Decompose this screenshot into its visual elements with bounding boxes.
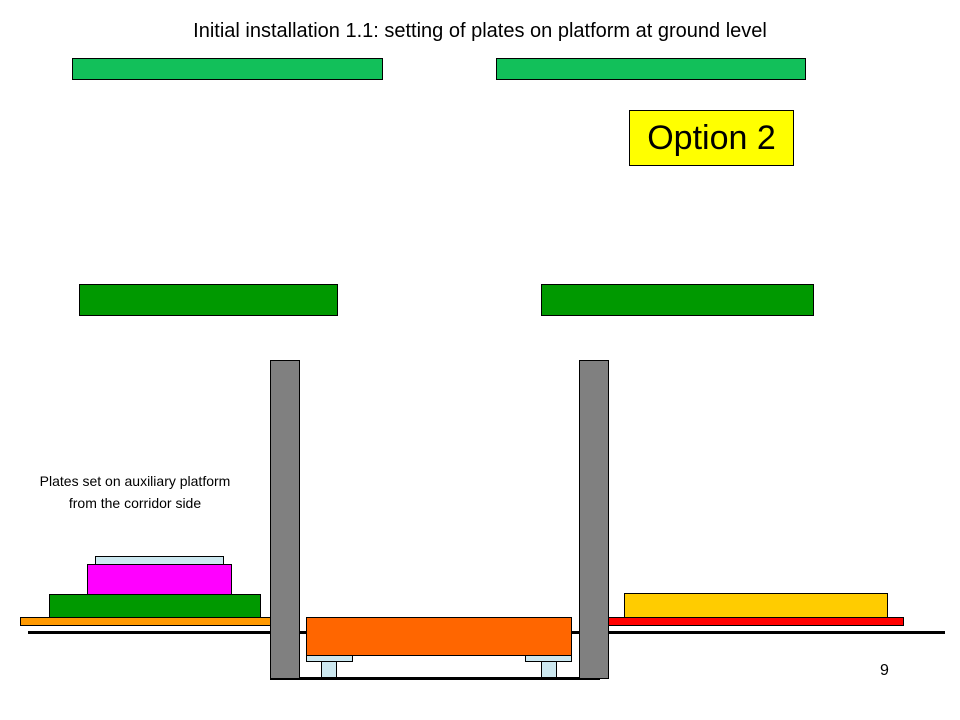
support-left-leg [321, 661, 337, 678]
support-right-leg [541, 661, 557, 678]
page-number: 9 [880, 662, 889, 679]
left-stack-green-plate [49, 594, 261, 618]
right-platform [608, 617, 904, 626]
middle-plate-right [541, 284, 814, 316]
upper-plate-left [72, 58, 383, 80]
left-stack-magenta-plate [87, 564, 232, 595]
page-title: Initial installation 1.1: setting of pla… [193, 20, 767, 42]
left-auxiliary-platform [20, 617, 272, 626]
upper-plate-right [496, 58, 806, 80]
middle-plate-left [79, 284, 338, 316]
pit-bottom-line [270, 677, 600, 680]
auxiliary-platform-caption: Plates set on auxiliary platform from th… [4, 470, 266, 514]
left-stack-light-plate [95, 556, 224, 565]
right-pillar [579, 360, 609, 679]
caption-line-1: Plates set on auxiliary platform [39, 473, 231, 489]
central-platform [306, 617, 572, 656]
caption-line-2: from the corridor side [68, 495, 202, 511]
right-yellow-plate [624, 593, 888, 618]
option-label: Option 2 [629, 110, 794, 166]
left-pillar [270, 360, 300, 679]
